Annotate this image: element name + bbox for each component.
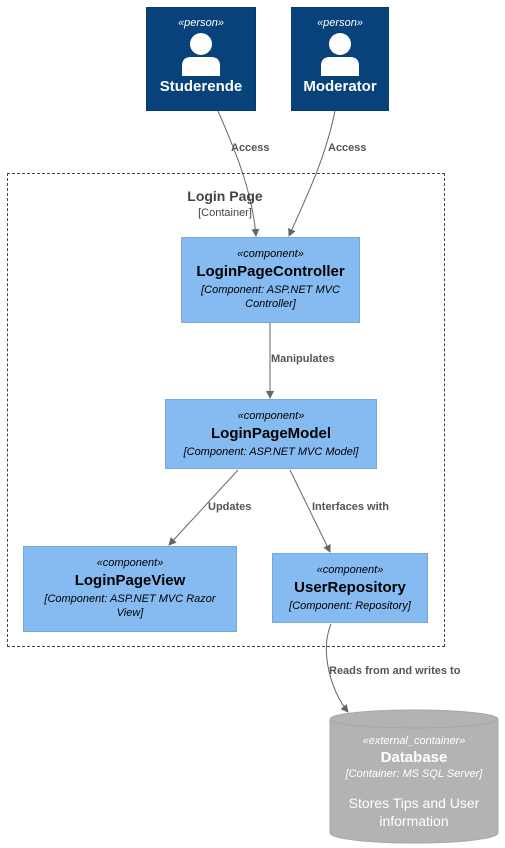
database-cylinder[interactable] xyxy=(329,709,499,845)
person-name: Studerende xyxy=(159,78,243,95)
component-name: UserRepository xyxy=(294,579,406,596)
component-stereotype: «component» xyxy=(237,410,305,422)
database-technology: [Container: MS SQL Server] xyxy=(345,768,483,780)
label-interfaces-with: Interfaces with xyxy=(312,501,390,513)
label-manipulates: Manipulates xyxy=(271,353,335,365)
arrow-repository-to-database xyxy=(325,623,349,713)
database-label: «external_container» Database [Container… xyxy=(331,735,497,830)
component-technology: [Component: ASP.NET MVC Controller] xyxy=(201,284,340,310)
person-moderator[interactable]: «person» Moderator xyxy=(291,7,389,111)
label-updates: Updates xyxy=(208,501,252,513)
component-login-page-view[interactable]: «component» LoginPageView [Component: AS… xyxy=(23,546,237,632)
arrow-model-to-repository xyxy=(289,469,331,553)
component-user-repository[interactable]: «component» UserRepository [Component: R… xyxy=(272,553,428,623)
arrow-model-to-view xyxy=(168,469,239,546)
component-login-page-model[interactable]: «component» LoginPageModel [Component: A… xyxy=(165,399,377,469)
component-name: LoginPageView xyxy=(74,572,186,589)
person-icon xyxy=(321,33,359,76)
component-technology: [Component: ASP.NET MVC Model] xyxy=(183,446,359,458)
arrow-studerende-to-controller xyxy=(217,110,260,237)
component-stereotype: «component» xyxy=(96,557,164,569)
database-description: Stores Tips and User information xyxy=(348,795,480,829)
person-stereotype: «person» xyxy=(178,17,224,29)
label-studerende-access: Access xyxy=(231,142,270,154)
person-stereotype: «person» xyxy=(317,17,363,29)
person-icon xyxy=(182,33,220,76)
database-name: Database xyxy=(380,749,448,766)
boundary-title: Login Page xyxy=(187,188,263,204)
container-boundary-login-page xyxy=(7,173,445,647)
component-name: LoginPageModel xyxy=(211,425,331,442)
label-reads-writes: Reads from and writes to xyxy=(329,665,461,677)
database-stereotype: «external_container» xyxy=(362,735,466,747)
label-moderator-access: Access xyxy=(328,142,367,154)
component-technology: [Component: ASP.NET MVC Razor View] xyxy=(44,593,216,619)
component-technology: [Component: Repository] xyxy=(289,600,411,612)
component-name: LoginPageController xyxy=(196,263,345,280)
component-stereotype: «component» xyxy=(316,564,384,576)
person-studerende[interactable]: «person» Studerende xyxy=(146,7,256,111)
arrow-moderator-to-controller xyxy=(288,110,336,237)
component-stereotype: «component» xyxy=(237,248,304,260)
boundary-type: [Container] xyxy=(198,207,252,219)
component-login-page-controller[interactable]: «component» LoginPageController [Compone… xyxy=(181,237,360,323)
person-name: Moderator xyxy=(303,78,377,95)
